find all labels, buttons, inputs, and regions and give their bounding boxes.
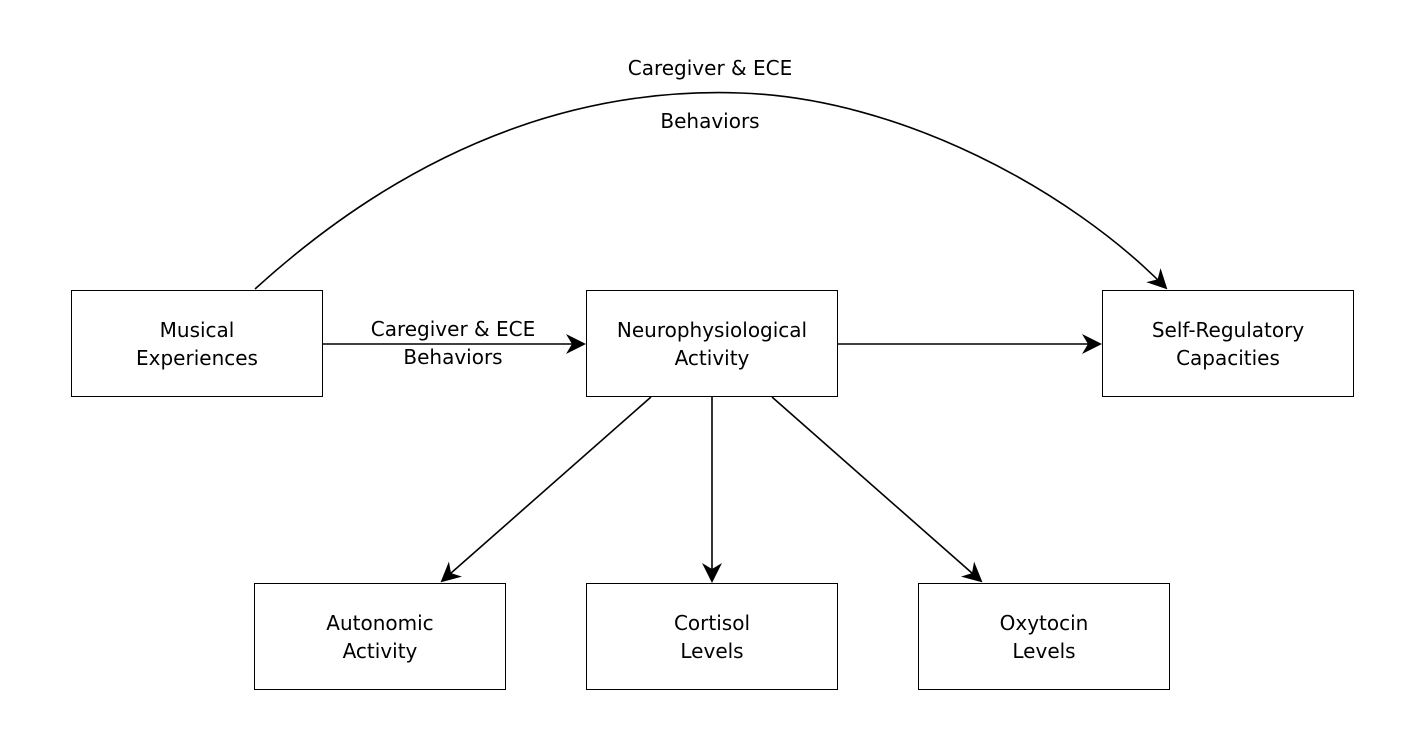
node-label-line1: Neurophysiological <box>616 317 808 342</box>
node-label-line2: Experiences <box>136 345 258 370</box>
node-label-line2: Levels <box>680 638 744 663</box>
node-label-line1: Cortisol <box>673 610 751 635</box>
node-neurophysiological-activity: Neurophysiological Activity <box>586 290 838 397</box>
edge-neuro-to-autonomic <box>440 396 652 583</box>
edge-label-arc-line2: Behaviors <box>660 109 760 133</box>
node-label-line1: Musical <box>159 317 235 342</box>
node-oxytocin-levels: Oxytocin Levels <box>918 583 1170 690</box>
node-label-line2: Activity <box>342 638 418 663</box>
node-label-line2: Levels <box>1012 638 1076 663</box>
node-cortisol-levels: Cortisol Levels <box>586 583 838 690</box>
node-label-line2: Activity <box>674 345 750 370</box>
node-label-line2: Capacities <box>1176 345 1280 370</box>
edge-label-arc-line1: Caregiver & ECE <box>627 56 793 80</box>
edge-musical-to-selfreg-arc <box>254 91 1168 290</box>
node-label-line1: Oxytocin <box>999 610 1089 635</box>
edge-label-line1: Caregiver & ECE <box>370 317 536 341</box>
edge-label-line2: Behaviors <box>403 345 503 369</box>
node-musical-experiences: Musical Experiences <box>71 290 323 397</box>
node-label-line1: Self-Regulatory <box>1151 317 1305 342</box>
node-label-line1: Autonomic <box>326 610 434 635</box>
edge-label-musical-to-neuro: Caregiver & ECE Behaviors <box>340 315 566 371</box>
edge-neuro-to-oxytocin <box>771 396 983 583</box>
node-self-regulatory-capacities: Self-Regulatory Capacities <box>1102 290 1354 397</box>
node-autonomic-activity: Autonomic Activity <box>254 583 506 690</box>
